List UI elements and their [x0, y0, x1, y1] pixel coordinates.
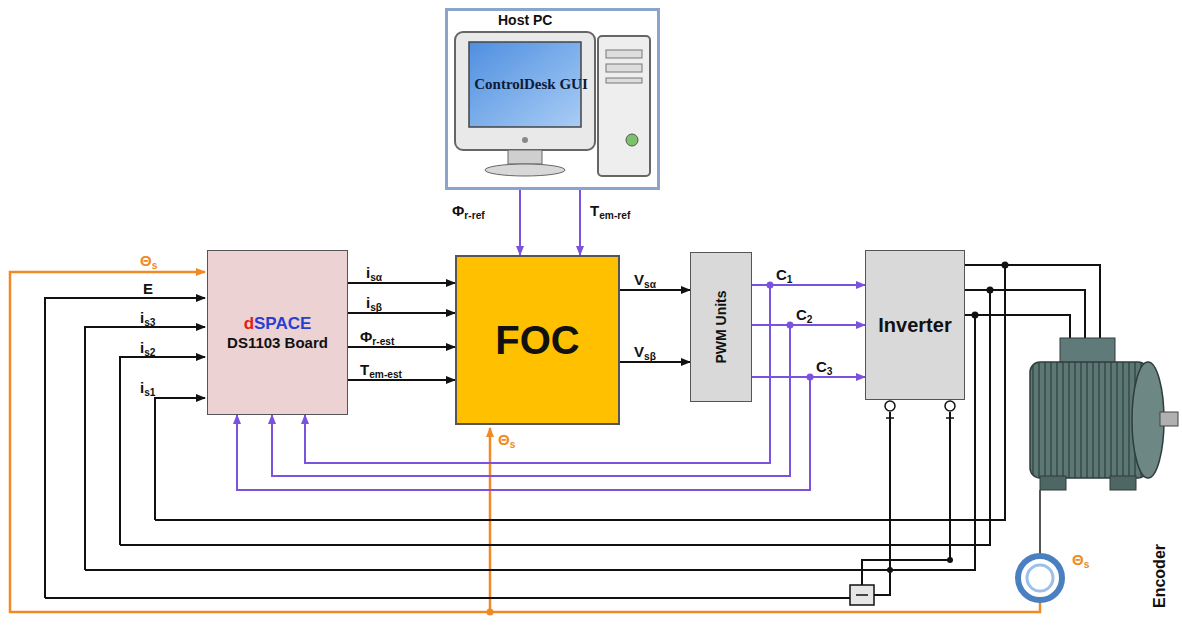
signal-name: Θs — [498, 432, 515, 450]
signal-connector — [348, 313, 455, 314]
node-text: PWM Units — [713, 290, 729, 363]
node-text: dSPACE — [244, 314, 312, 334]
device-name: Encoder — [1152, 544, 1168, 608]
signal-name: C2 — [796, 307, 813, 325]
node-text: FOC — [495, 318, 579, 363]
connector-line — [519, 190, 521, 255]
connector-line — [348, 312, 455, 314]
control-block: FOC — [455, 255, 620, 425]
signal-connector — [348, 283, 455, 284]
signal-name: Φr-est — [360, 329, 394, 347]
monitor-screen: ControlDesk GUI — [470, 43, 592, 125]
position-wire — [10, 272, 1040, 612]
controller-board: dSPACEDS1103 Board — [207, 250, 348, 415]
junction-dot — [807, 374, 814, 381]
connector-line — [348, 282, 455, 284]
inverter-box: Inverter — [865, 250, 965, 400]
connector-line — [579, 190, 581, 255]
signal-name: Θs — [140, 253, 157, 271]
node-text: Inverter — [878, 314, 951, 337]
signal-name: Θs — [1072, 552, 1089, 570]
motor-illustration — [1030, 338, 1178, 556]
signal-name: Vsα — [634, 272, 656, 290]
node-text: Host PC — [498, 12, 552, 28]
signal-name: Φr-ref — [452, 203, 485, 221]
host-pc-box: Host PC ControlDesk GUI — [445, 8, 660, 190]
dc-terminals — [885, 401, 955, 422]
signal-connector — [348, 347, 455, 348]
encoder-symbol — [1018, 556, 1062, 600]
signal-name: C3 — [816, 359, 833, 377]
signal-name: isα — [366, 265, 382, 283]
junction-dot — [767, 282, 774, 289]
signal-name: isβ — [366, 295, 382, 313]
node-text: ControlDesk GUI — [474, 75, 587, 94]
signal-name: is2 — [140, 340, 156, 358]
signal-name: E — [143, 281, 153, 296]
connector-line — [348, 346, 455, 348]
signal-name: is1 — [140, 380, 156, 398]
voltage-sensor — [850, 585, 874, 605]
signal-connector — [520, 190, 521, 255]
pwm-block: PWM Units — [690, 252, 752, 402]
signal-name: C1 — [776, 267, 793, 285]
node-text: DS1103 Board — [227, 334, 328, 351]
signal-connector — [580, 190, 581, 255]
tower-symbol — [598, 36, 650, 176]
junction-dot — [787, 322, 794, 329]
signal-name: Tem-ref — [590, 203, 630, 221]
signal-name: Vsβ — [634, 344, 656, 362]
signal-name: Tem-est — [360, 362, 402, 380]
monitor-symbol — [455, 32, 595, 176]
signal-name: is3 — [140, 310, 156, 328]
host-ground — [446, 9, 659, 189]
